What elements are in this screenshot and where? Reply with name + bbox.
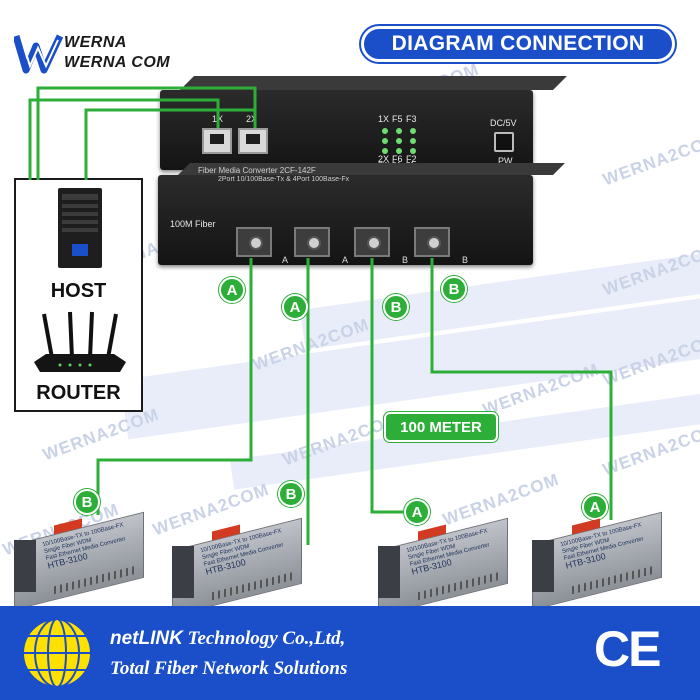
host-router-box: HOST ROUTER bbox=[14, 178, 143, 412]
logo-w-icon bbox=[14, 34, 64, 74]
cable-length-label: 100 METER bbox=[384, 412, 498, 442]
converter-face bbox=[532, 540, 554, 592]
company-name: netLINK Technology Co.,Ltd, bbox=[110, 628, 345, 650]
fiber-port-2[interactable] bbox=[294, 227, 330, 257]
led-indicator bbox=[396, 128, 402, 134]
led-label: 1X bbox=[378, 114, 390, 124]
led-indicator bbox=[382, 128, 388, 134]
led-indicator bbox=[396, 138, 402, 144]
media-converter-1: 10/100Base-TX to 100Base-FX Single Fiber… bbox=[14, 511, 154, 611]
led-label: F5 bbox=[392, 114, 403, 124]
led-label: F2 bbox=[406, 154, 417, 164]
fiber-port-label: A bbox=[282, 255, 289, 265]
badge-port-4: B bbox=[441, 276, 467, 302]
badge-converter-2: B bbox=[278, 481, 304, 507]
led-indicator bbox=[382, 148, 388, 154]
wifi-router-icon bbox=[34, 311, 126, 372]
led-label: 2X bbox=[378, 154, 390, 164]
company-brand: netLINK bbox=[110, 628, 183, 649]
ethernet-cable-1x bbox=[28, 98, 220, 180]
fiber-cable-4 bbox=[430, 258, 613, 520]
logo-line-1: WERNA bbox=[64, 34, 127, 51]
led-label: F6 bbox=[392, 154, 403, 164]
media-converter-3: 10/100Base-TX to 100Base-FX Single Fiber… bbox=[378, 517, 518, 617]
converter-face bbox=[172, 546, 194, 598]
router-label: ROUTER bbox=[36, 382, 121, 404]
switch-front-panel: Fiber Media Converter 2CF-142F 2Port 10/… bbox=[158, 163, 565, 265]
led-indicator bbox=[410, 138, 416, 144]
badge-port-3: B bbox=[383, 294, 409, 320]
fiber-port-3[interactable] bbox=[354, 227, 390, 257]
converter-face bbox=[378, 546, 400, 598]
led-indicator bbox=[396, 148, 402, 154]
company-name-rest: Technology Co.,Ltd, bbox=[182, 628, 346, 649]
badge-port-2: A bbox=[282, 294, 308, 320]
host-label: HOST bbox=[50, 280, 107, 302]
badge-port-1: A bbox=[219, 277, 245, 303]
rj45-port-1x[interactable] bbox=[202, 128, 232, 154]
media-converter-2: 10/100Base-TX to 100Base-FX Single Fiber… bbox=[172, 517, 312, 617]
ethernet-cable-2x-b bbox=[84, 108, 257, 180]
fiber-port-label: B bbox=[462, 255, 469, 265]
fiber-port-4[interactable] bbox=[414, 227, 450, 257]
converter-face bbox=[14, 540, 36, 592]
power-label: DC/5V bbox=[490, 118, 517, 128]
rj45-port-2x[interactable] bbox=[238, 128, 268, 154]
ce-mark-icon: CE bbox=[594, 621, 661, 677]
footer-banner: netLINK Technology Co.,Ltd, Total Fiber … bbox=[0, 606, 700, 700]
switch-back-panel: 1X 2X 1X F5 F3 2X F6 F2 PW F4 F1 DC/5V P… bbox=[160, 76, 567, 170]
led-indicator bbox=[410, 128, 416, 134]
pw-label: PW bbox=[498, 156, 513, 166]
badge-converter-3: A bbox=[404, 499, 430, 525]
port-label-2x: 2X bbox=[246, 114, 258, 124]
front-subtitle: 2Port 10/100Base-Tx & 4Port 100Base-Fx bbox=[218, 176, 350, 183]
led-label: F3 bbox=[406, 114, 417, 124]
fiber-port-1[interactable] bbox=[236, 227, 272, 257]
fiber-cable-1 bbox=[96, 258, 253, 515]
badge-converter-4: A bbox=[582, 494, 608, 520]
badge-converter-1: B bbox=[74, 489, 100, 515]
fiber-cable-3 bbox=[370, 258, 410, 514]
dc-power-jack[interactable] bbox=[494, 132, 514, 152]
globe-icon bbox=[22, 618, 92, 688]
led-indicator bbox=[410, 148, 416, 154]
brand-logo: WERNA WERNA COM bbox=[14, 30, 234, 80]
company-tagline: Total Fiber Network Solutions bbox=[110, 658, 348, 679]
led-indicator bbox=[382, 138, 388, 144]
speed-label: 100M Fiber bbox=[170, 219, 216, 229]
ethernet-cable-2x bbox=[36, 86, 257, 180]
fiber-port-label: A bbox=[342, 255, 349, 265]
cables bbox=[28, 86, 613, 545]
server-tower-icon bbox=[58, 188, 102, 268]
media-converter-4: 10/100Base-TX to 100Base-FX Single Fiber… bbox=[532, 511, 672, 611]
page-title: DIAGRAM CONNECTION bbox=[361, 26, 675, 62]
fiber-port-label: B bbox=[402, 255, 409, 265]
front-title: Fiber Media Converter 2CF-142F bbox=[198, 166, 316, 175]
logo-line-2: WERNA COM bbox=[64, 54, 171, 71]
